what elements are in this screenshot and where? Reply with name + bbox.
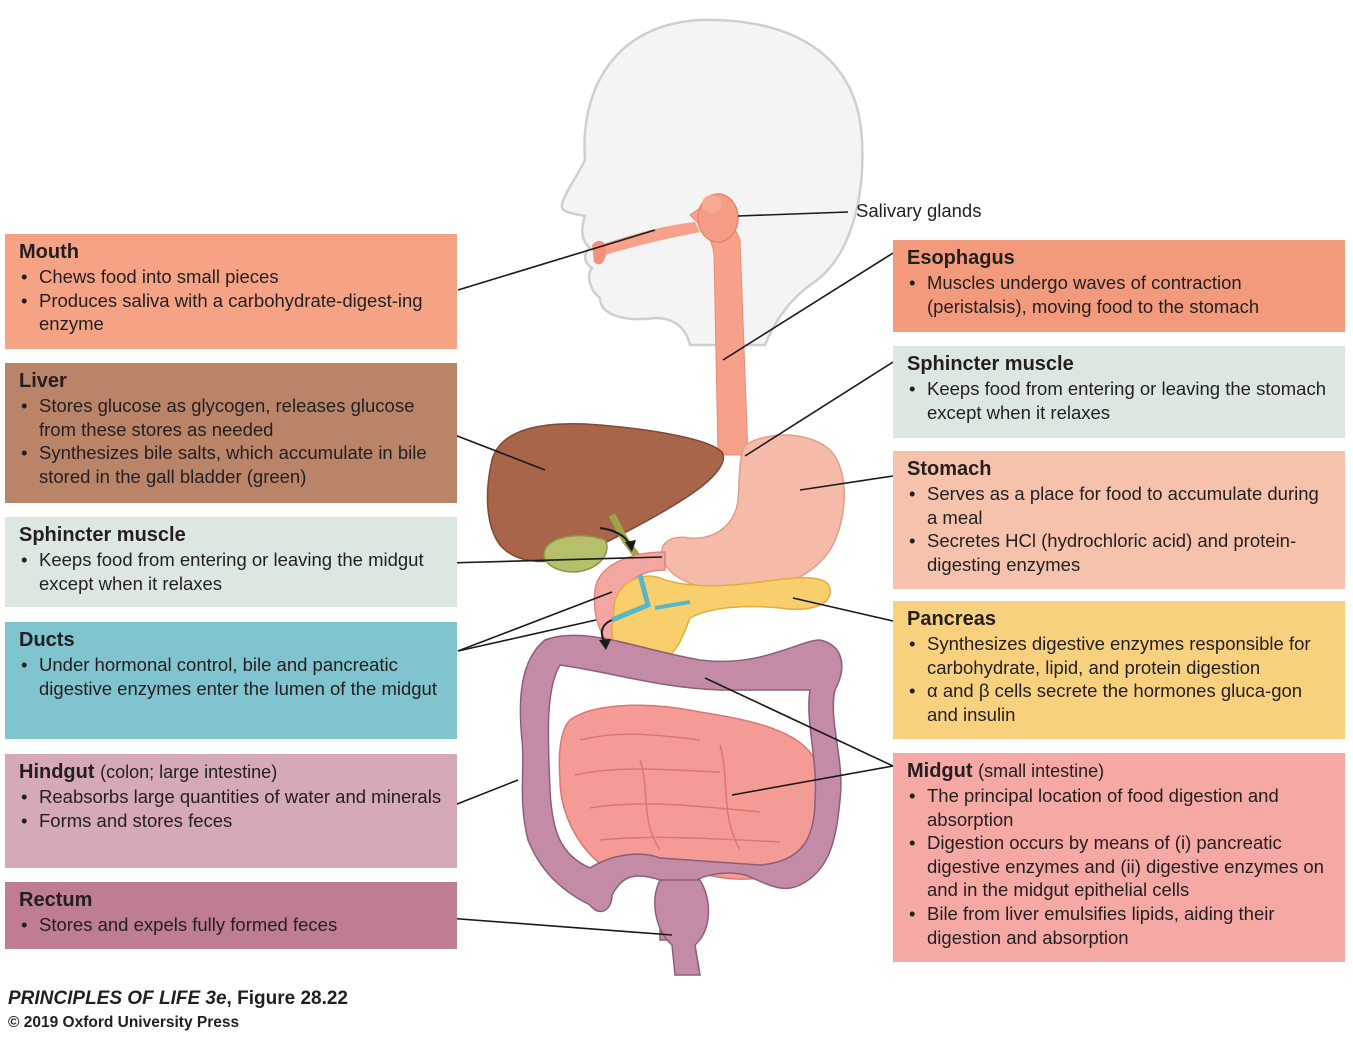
midgut-title: Midgut (907, 760, 973, 782)
liver-bullet-2: Synthesizes bile salts, which accumulate… (19, 441, 443, 488)
salivary-gland-lobe (702, 195, 722, 213)
ducts-title: Ducts (19, 629, 75, 651)
hindgut-title: Hindgut (19, 761, 95, 783)
rectum-shape (654, 879, 710, 976)
sphincter-left-box: Sphincter muscle Keeps food from enterin… (5, 517, 457, 607)
stomach-box: Stomach Serves as a place for food to ac… (893, 451, 1345, 589)
pancreas-box: Pancreas Synthesizes digestive enzymes r… (893, 601, 1345, 739)
caption-copyright: © 2019 Oxford University Press (8, 1014, 240, 1031)
rectum-bullet-1: Stores and expels fully formed feces (19, 913, 443, 937)
hindgut-bullet-2: Forms and stores feces (19, 809, 443, 833)
esophagus-box: Esophagus Muscles undergo waves of contr… (893, 240, 1345, 332)
pancreas-bullet-2: α and β cells secrete the hormones gluca… (907, 679, 1331, 726)
midgut-subtitle: (small intestine) (978, 761, 1105, 781)
liver-bullet-1: Stores glucose as glycogen, releases glu… (19, 394, 443, 441)
sphincter-right-title: Sphincter muscle (907, 353, 1074, 375)
bile-flow-arrowhead (625, 540, 636, 552)
head-silhouette (560, 18, 864, 347)
stomach-bullet-2: Secretes HCl (hydrochloric acid) and pro… (907, 529, 1331, 576)
liver-box: Liver Stores glucose as glycogen, releas… (5, 363, 457, 503)
sphincter-right-box: Sphincter muscle Keeps food from enterin… (893, 346, 1345, 438)
gall-bladder (543, 534, 608, 573)
midgut-bullet-3: Bile from liver emulsifies lipids, aidin… (907, 902, 1331, 949)
rectum-box: Rectum Stores and expels fully formed fe… (5, 882, 457, 949)
leader-lines (446, 211, 894, 936)
midgut-entry-arrowhead (599, 639, 611, 650)
pancreatic-duct (611, 574, 651, 623)
midgut-box: Midgut (small intestine) The principal l… (893, 753, 1345, 962)
liver-title: Liver (19, 370, 67, 392)
midgut-bullet-2: Digestion occurs by means of (i) pancrea… (907, 831, 1331, 902)
sphincter-right-bullet-1: Keeps food from entering or leaving the … (907, 377, 1331, 424)
mouth-bullet-2: Produces saliva with a carbohydrate-dige… (19, 289, 443, 336)
stomach-bullet-1: Serves as a place for food to accumulate… (907, 482, 1331, 529)
esophagus-bullet-1: Muscles undergo waves of contraction (pe… (907, 271, 1331, 318)
salivary-glands-label: Salivary glands (856, 200, 982, 221)
esophagus-title: Esophagus (907, 247, 1015, 269)
liver-shape (486, 423, 725, 563)
caption-book-title: PRINCIPLES OF LIFE 3e (8, 988, 227, 1009)
ducts-bullet-1: Under hormonal control, bile and pancrea… (19, 653, 443, 700)
stomach-title: Stomach (907, 458, 992, 480)
hindgut-bullet-1: Reabsorbs large quantities of water and … (19, 785, 443, 809)
large-intestine (519, 634, 843, 941)
caption-figure-number: , Figure 28.22 (226, 988, 348, 1009)
oral-cavity (600, 222, 700, 255)
hindgut-subtitle: (colon; large intestine) (100, 762, 278, 782)
sphincter-left-title: Sphincter muscle (19, 524, 186, 546)
sphincter-left-bullet-1: Keeps food from entering or leaving the … (19, 548, 443, 595)
midgut-bullet-1: The principal location of food digestion… (907, 784, 1331, 831)
pancreas-title: Pancreas (907, 608, 996, 630)
ducts-box: Ducts Under hormonal control, bile and p… (5, 622, 457, 739)
rectum-title: Rectum (19, 889, 93, 911)
pancreas-bullet-1: Synthesizes digestive enzymes responsibl… (907, 632, 1331, 679)
pancreatic-duct-branch (654, 600, 691, 610)
figure-caption: PRINCIPLES OF LIFE 3e, Figure 28.22 © 20… (8, 987, 348, 1035)
small-intestine-folds (574, 733, 781, 851)
mouth-bullet-1: Chews food into small pieces (19, 265, 443, 289)
mouth-box: Mouth Chews food into small pieces Produ… (5, 234, 457, 349)
bile-duct (608, 513, 643, 563)
mouth-title: Mouth (19, 241, 79, 263)
small-intestine (558, 704, 821, 880)
hindgut-box: Hindgut (colon; large intestine) Reabsor… (5, 754, 457, 868)
